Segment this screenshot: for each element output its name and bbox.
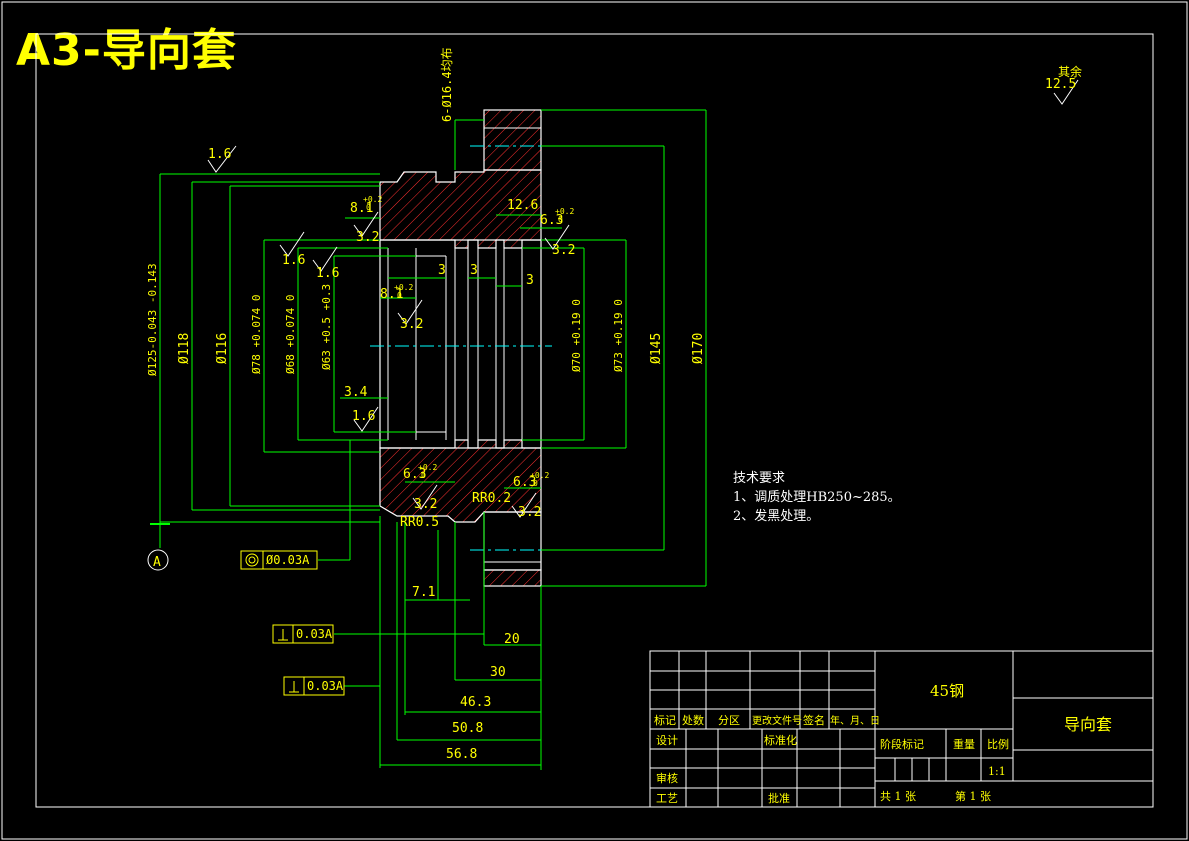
sheets-total: 共 1 张 — [880, 790, 916, 803]
title-block-texts: 45钢 导向套 标记 处数 分区 更改文件号 签名 年、月、日 设计 标准化 审… — [654, 682, 1112, 805]
dim-8-1b: 8.1 — [380, 287, 403, 302]
dimension-texts: Ø125-0.043 -0.143 Ø118 Ø116 Ø78 +0.074 0… — [146, 47, 1082, 762]
dim-1-6c: 1.6 — [316, 266, 339, 281]
dim-3-4: 3.4 — [344, 385, 368, 400]
tol-zero-c: 0 — [421, 471, 426, 480]
dim-d73: Ø73 +0.19 0 — [612, 299, 625, 372]
sheet-number: 第 1 张 — [955, 789, 991, 803]
datum-circle — [147, 549, 169, 571]
dim-3-2e: 3.2 — [518, 505, 541, 520]
dim-d118: Ø118 — [177, 333, 192, 364]
dim-3-2d: 3.2 — [414, 497, 437, 512]
dim-d170: Ø170 — [691, 333, 706, 364]
dim-d125: Ø125-0.043 -0.143 — [146, 263, 159, 376]
col-date: 年、月、日 — [830, 714, 880, 727]
dim-20: 20 — [504, 632, 520, 647]
dim-d68: Ø68 +0.074 0 — [284, 295, 297, 374]
dim-30: 30 — [490, 665, 506, 680]
dim-3-2c: 3.2 — [400, 317, 423, 332]
col-zone: 分区 — [718, 714, 740, 727]
roughness-symbols — [207, 79, 1079, 518]
tech-heading: 技术要求 — [733, 471, 786, 486]
dim-rr05: RR0.5 — [400, 515, 439, 530]
tol-plus-c: +0.2 — [418, 463, 437, 472]
tol-plus-b: +0.2 — [555, 207, 574, 216]
tol-zero-a: 0 — [366, 203, 371, 212]
dim-d70: Ø70 +0.19 0 — [570, 299, 583, 372]
roughness-rest-label: 其余 — [1058, 64, 1082, 79]
tol-zero-d: 0 — [533, 479, 538, 488]
dim-6-3a: 6.3 — [540, 213, 563, 228]
tol-concentricity: Ø0.03A — [266, 553, 310, 567]
dim-gap-3c: 3 — [526, 273, 534, 288]
tol-plus-e: +0.2 — [394, 283, 413, 292]
dim-3-2b: 3.2 — [356, 230, 379, 245]
tol-plus-a: +0.2 — [363, 195, 382, 204]
stage-mark-label: 阶段标记 — [880, 737, 924, 751]
tol-zero-b: 0 — [558, 215, 563, 224]
dim-8-1a: 8.1 — [350, 201, 373, 216]
col-mark: 标记 — [654, 713, 676, 727]
tech-item-1: 1、调质处理HB250~285。 — [733, 490, 901, 505]
design-label: 设计 — [656, 734, 678, 747]
tol-plus-d: +0.2 — [530, 471, 549, 480]
tech-item-2: 2、发黑处理。 — [733, 509, 820, 524]
dim-3-2a: 3.2 — [552, 243, 575, 258]
tol-perp-2: 0.03A — [307, 679, 344, 693]
title-block — [649, 650, 1154, 808]
dimension-lines — [150, 109, 707, 770]
process-label: 工艺 — [656, 792, 678, 805]
approve-label: 批准 — [768, 791, 790, 805]
dim-46-3: 46.3 — [460, 695, 491, 710]
dim-6-3b: 6.3 — [403, 467, 426, 482]
scale-value: 1:1 — [988, 765, 1006, 778]
dim-gap-3a: 3 — [438, 263, 446, 278]
weight-label: 重量 — [953, 737, 975, 751]
tech-requirements: 技术要求 1、调质处理HB250~285。 2、发黑处理。 — [733, 469, 901, 526]
col-doc: 更改文件号 — [752, 714, 802, 727]
dim-56-8: 56.8 — [446, 747, 477, 762]
dim-12-6: 12.6 — [507, 198, 538, 213]
material: 45钢 — [930, 682, 964, 700]
ratio-label: 比例 — [987, 737, 1009, 751]
col-sign: 签名 — [803, 713, 825, 727]
dim-1-6b: 1.6 — [282, 253, 305, 268]
dim-d145: Ø145 — [649, 333, 664, 364]
dim-gap-3b: 3 — [470, 263, 478, 278]
dim-6-3c: 6.3 — [513, 475, 536, 490]
dim-d78: Ø78 +0.074 0 — [250, 295, 263, 374]
dim-50-8: 50.8 — [452, 721, 483, 736]
roughness-rest-value: 12.5 — [1045, 77, 1076, 92]
col-count: 处数 — [682, 714, 704, 727]
part-name: 导向套 — [1064, 715, 1112, 734]
dim-1-6d: 1.6 — [352, 409, 375, 424]
dim-d116: Ø116 — [215, 333, 230, 364]
dim-rr02: RR0.2 — [472, 491, 511, 506]
dim-d63: Ø63 +0.5 +0.3 — [320, 284, 333, 370]
tol-zero-e: 0 — [397, 291, 402, 300]
dim-holes: 6-Ø16.4均布 — [440, 47, 454, 122]
review-label: 审核 — [656, 771, 678, 785]
tolerance-frames — [240, 550, 345, 696]
dim-1-6a: 1.6 — [208, 147, 231, 162]
standardize-label: 标准化 — [764, 733, 797, 747]
dim-7-1: 7.1 — [412, 585, 435, 600]
sheet-inner-border — [35, 33, 1154, 808]
datum-label: A — [153, 555, 161, 570]
tol-perp-1: 0.03A — [296, 627, 333, 641]
